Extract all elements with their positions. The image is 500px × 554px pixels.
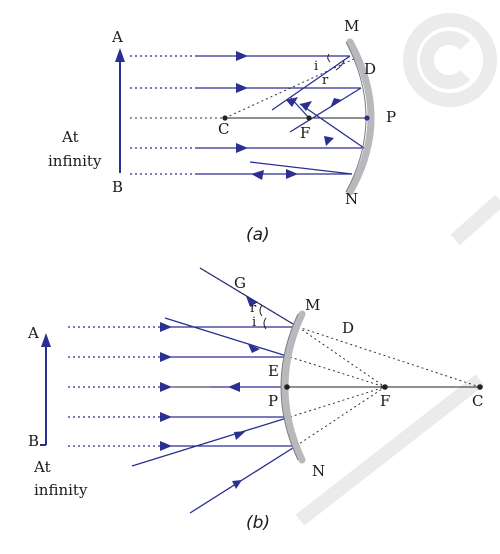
label-b-D: D bbox=[342, 319, 354, 337]
point-a-C bbox=[222, 115, 228, 121]
label-a-infinity: infinity bbox=[48, 152, 102, 170]
incident-rays-b bbox=[160, 322, 298, 451]
label-a-P: P bbox=[386, 108, 396, 126]
label-a-at: At bbox=[61, 128, 79, 146]
point-b-P bbox=[284, 384, 290, 390]
label-a-B: B bbox=[112, 178, 123, 196]
watermark bbox=[295, 13, 500, 526]
point-a-F bbox=[306, 115, 312, 121]
label-b-B: B bbox=[28, 432, 39, 450]
label-b-N: N bbox=[312, 462, 325, 480]
incident-rays-dotted-a bbox=[130, 55, 195, 175]
incident-rays-a bbox=[195, 51, 364, 179]
reflected-rays-b bbox=[131, 267, 299, 514]
label-a-r: r bbox=[322, 73, 329, 88]
object-arrowhead-a bbox=[115, 48, 125, 62]
label-a-M: M bbox=[344, 17, 359, 35]
normal-line-a bbox=[224, 57, 357, 119]
panel-a: A B At infinity bbox=[48, 17, 396, 245]
point-a-P bbox=[364, 115, 370, 121]
reflected-rays-a bbox=[249, 55, 365, 180]
caption-a: (a) bbox=[246, 225, 270, 245]
label-a-i: i bbox=[314, 59, 318, 74]
label-b-infinity: infinity bbox=[34, 481, 88, 499]
label-a-D: D bbox=[364, 60, 376, 78]
label-b-E: E bbox=[268, 362, 279, 380]
caption-b: (b) bbox=[246, 513, 270, 533]
point-b-C bbox=[477, 384, 483, 390]
incident-rays-dotted-b bbox=[68, 326, 165, 447]
label-b-C: C bbox=[472, 392, 483, 410]
label-b-A: A bbox=[27, 324, 39, 342]
object-arrowhead-b bbox=[41, 333, 51, 347]
label-b-G: G bbox=[234, 274, 246, 292]
label-b-at: At bbox=[33, 458, 51, 476]
label-b-r: r bbox=[250, 301, 257, 316]
panel-b: A B At infinity bbox=[27, 267, 483, 533]
label-b-P: P bbox=[268, 392, 278, 410]
label-b-i: i bbox=[252, 315, 256, 330]
label-a-A: A bbox=[111, 28, 123, 46]
virtual-extensions-b bbox=[199, 267, 481, 447]
point-b-F bbox=[382, 384, 388, 390]
label-b-F: F bbox=[380, 392, 390, 410]
label-a-F: F bbox=[300, 124, 310, 142]
label-b-M: M bbox=[305, 296, 320, 314]
label-a-C: C bbox=[218, 120, 229, 138]
label-a-N: N bbox=[345, 190, 358, 208]
concave-mirror-a bbox=[346, 38, 375, 196]
